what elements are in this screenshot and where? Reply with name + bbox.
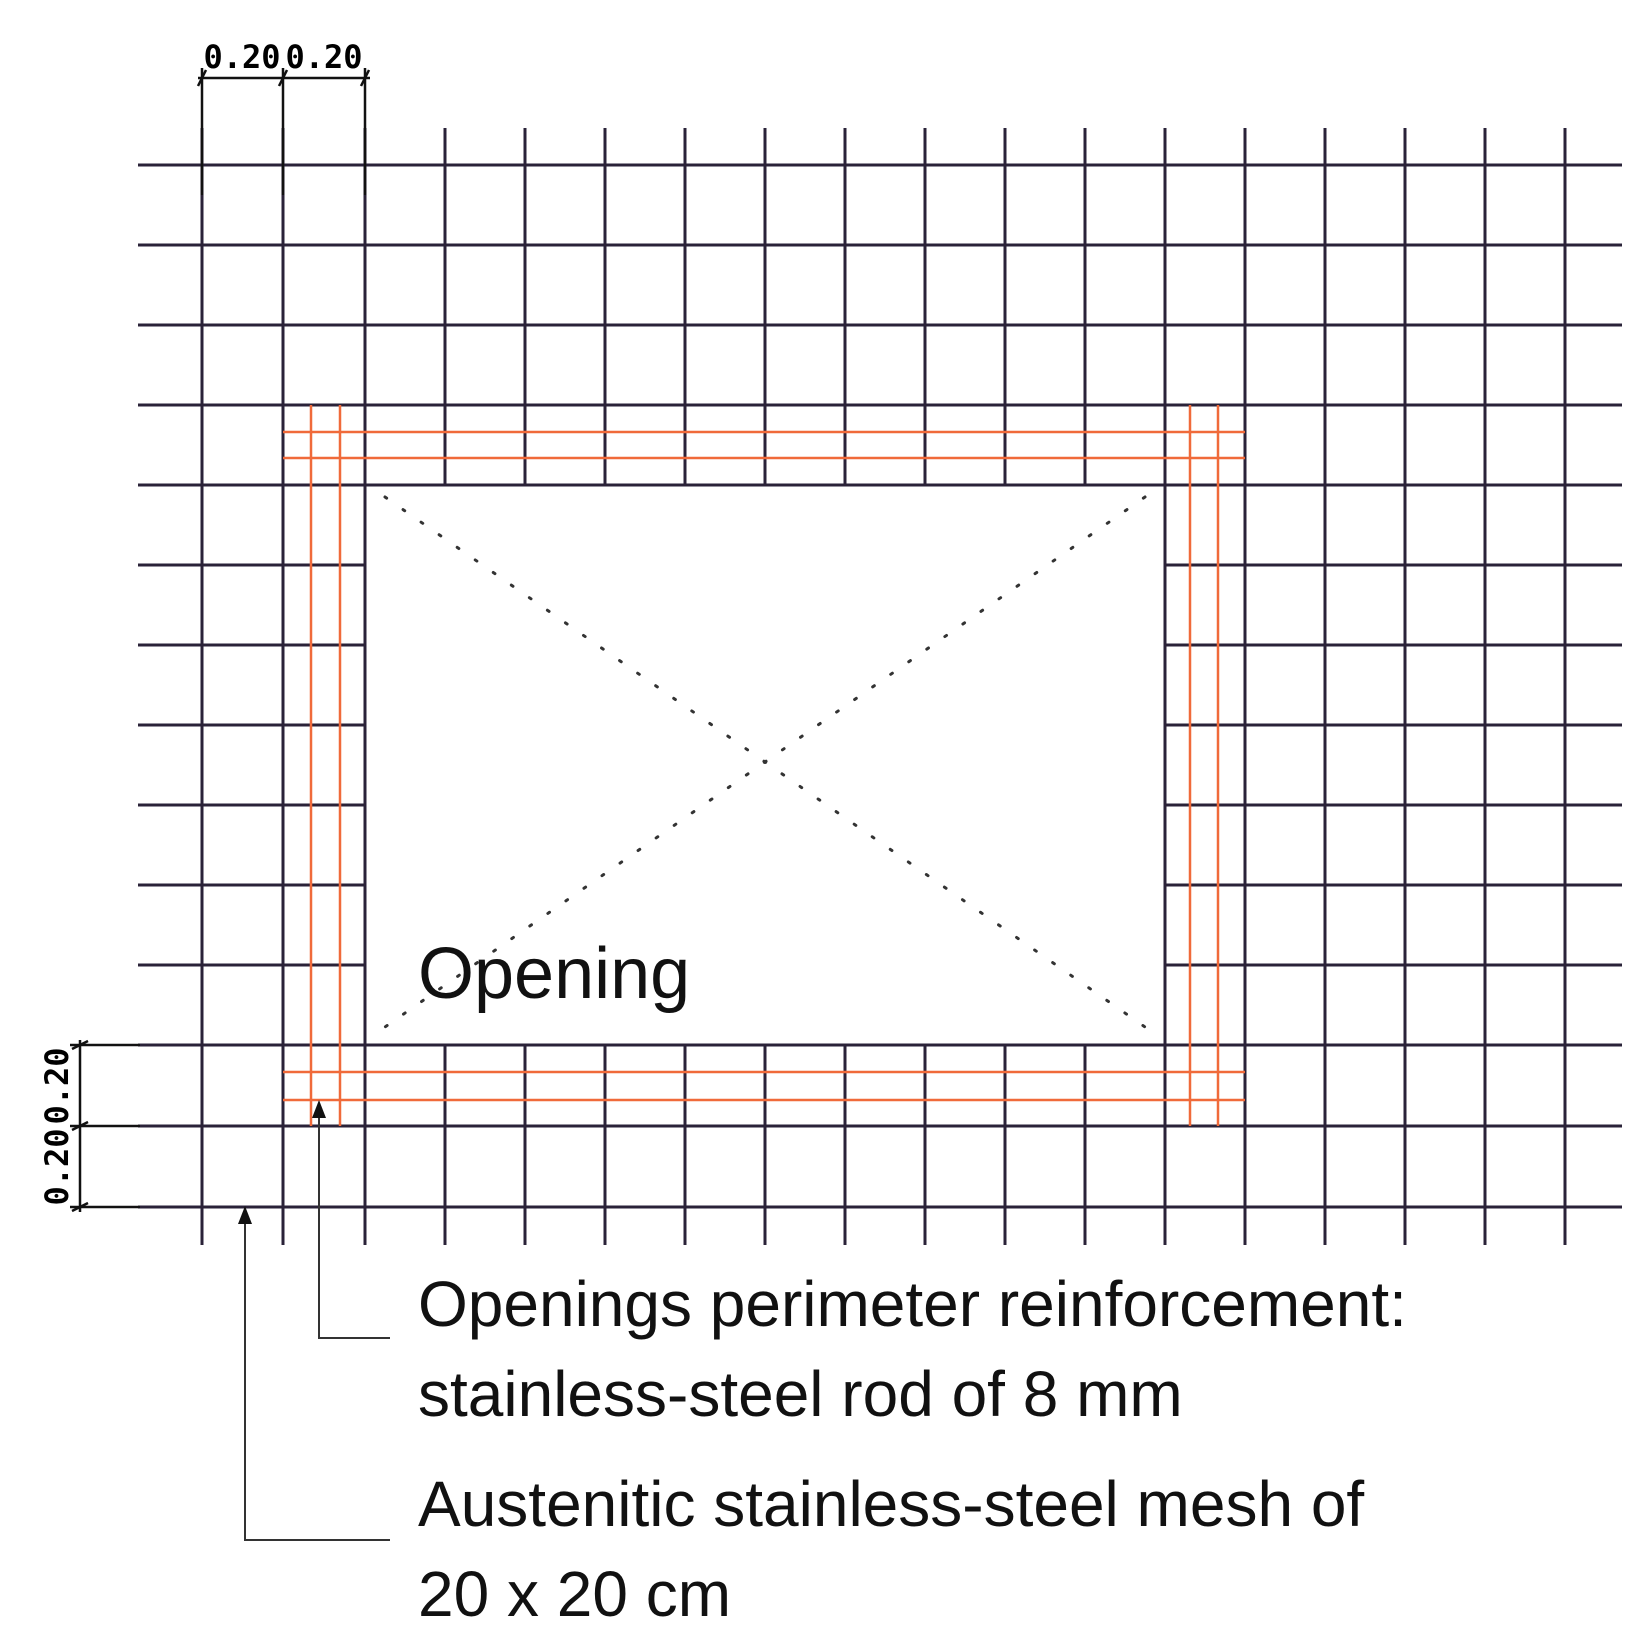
opening-diagonal-2 [383, 495, 1147, 1029]
mesh-leader [244, 1218, 390, 1541]
perimeter-leader [318, 1112, 390, 1339]
left-dimension-label-lower: 0.20 [38, 1128, 76, 1205]
mesh-horizontal-bars [138, 163, 1622, 1209]
mesh-leader-arrow [238, 1206, 252, 1224]
left-dimension-label-upper: 0.20 [38, 1047, 76, 1124]
top-dimension-label-right: 0.20 [285, 38, 362, 76]
perimeter-reinforcement-label-line1: Openings perimeter reinforcement: [418, 1268, 1407, 1340]
perimeter-reinforcement-label-line2: stainless-steel rod of 8 mm [418, 1358, 1183, 1430]
perimeter-leader-arrow [312, 1100, 326, 1118]
mesh-label-line1: Austenitic stainless-steel mesh of [418, 1468, 1365, 1540]
top-dimension-label-left: 0.20 [203, 38, 280, 76]
opening-label: Opening [418, 934, 691, 1014]
top-dimension [196, 68, 371, 195]
left-dimension [70, 1039, 140, 1213]
mesh-label-line2: 20 x 20 cm [418, 1558, 732, 1630]
opening-diagonal-cross [383, 495, 1147, 1029]
perimeter-reinforcement-rods [283, 405, 1245, 1126]
mesh-vertical-bars [200, 128, 1567, 1245]
